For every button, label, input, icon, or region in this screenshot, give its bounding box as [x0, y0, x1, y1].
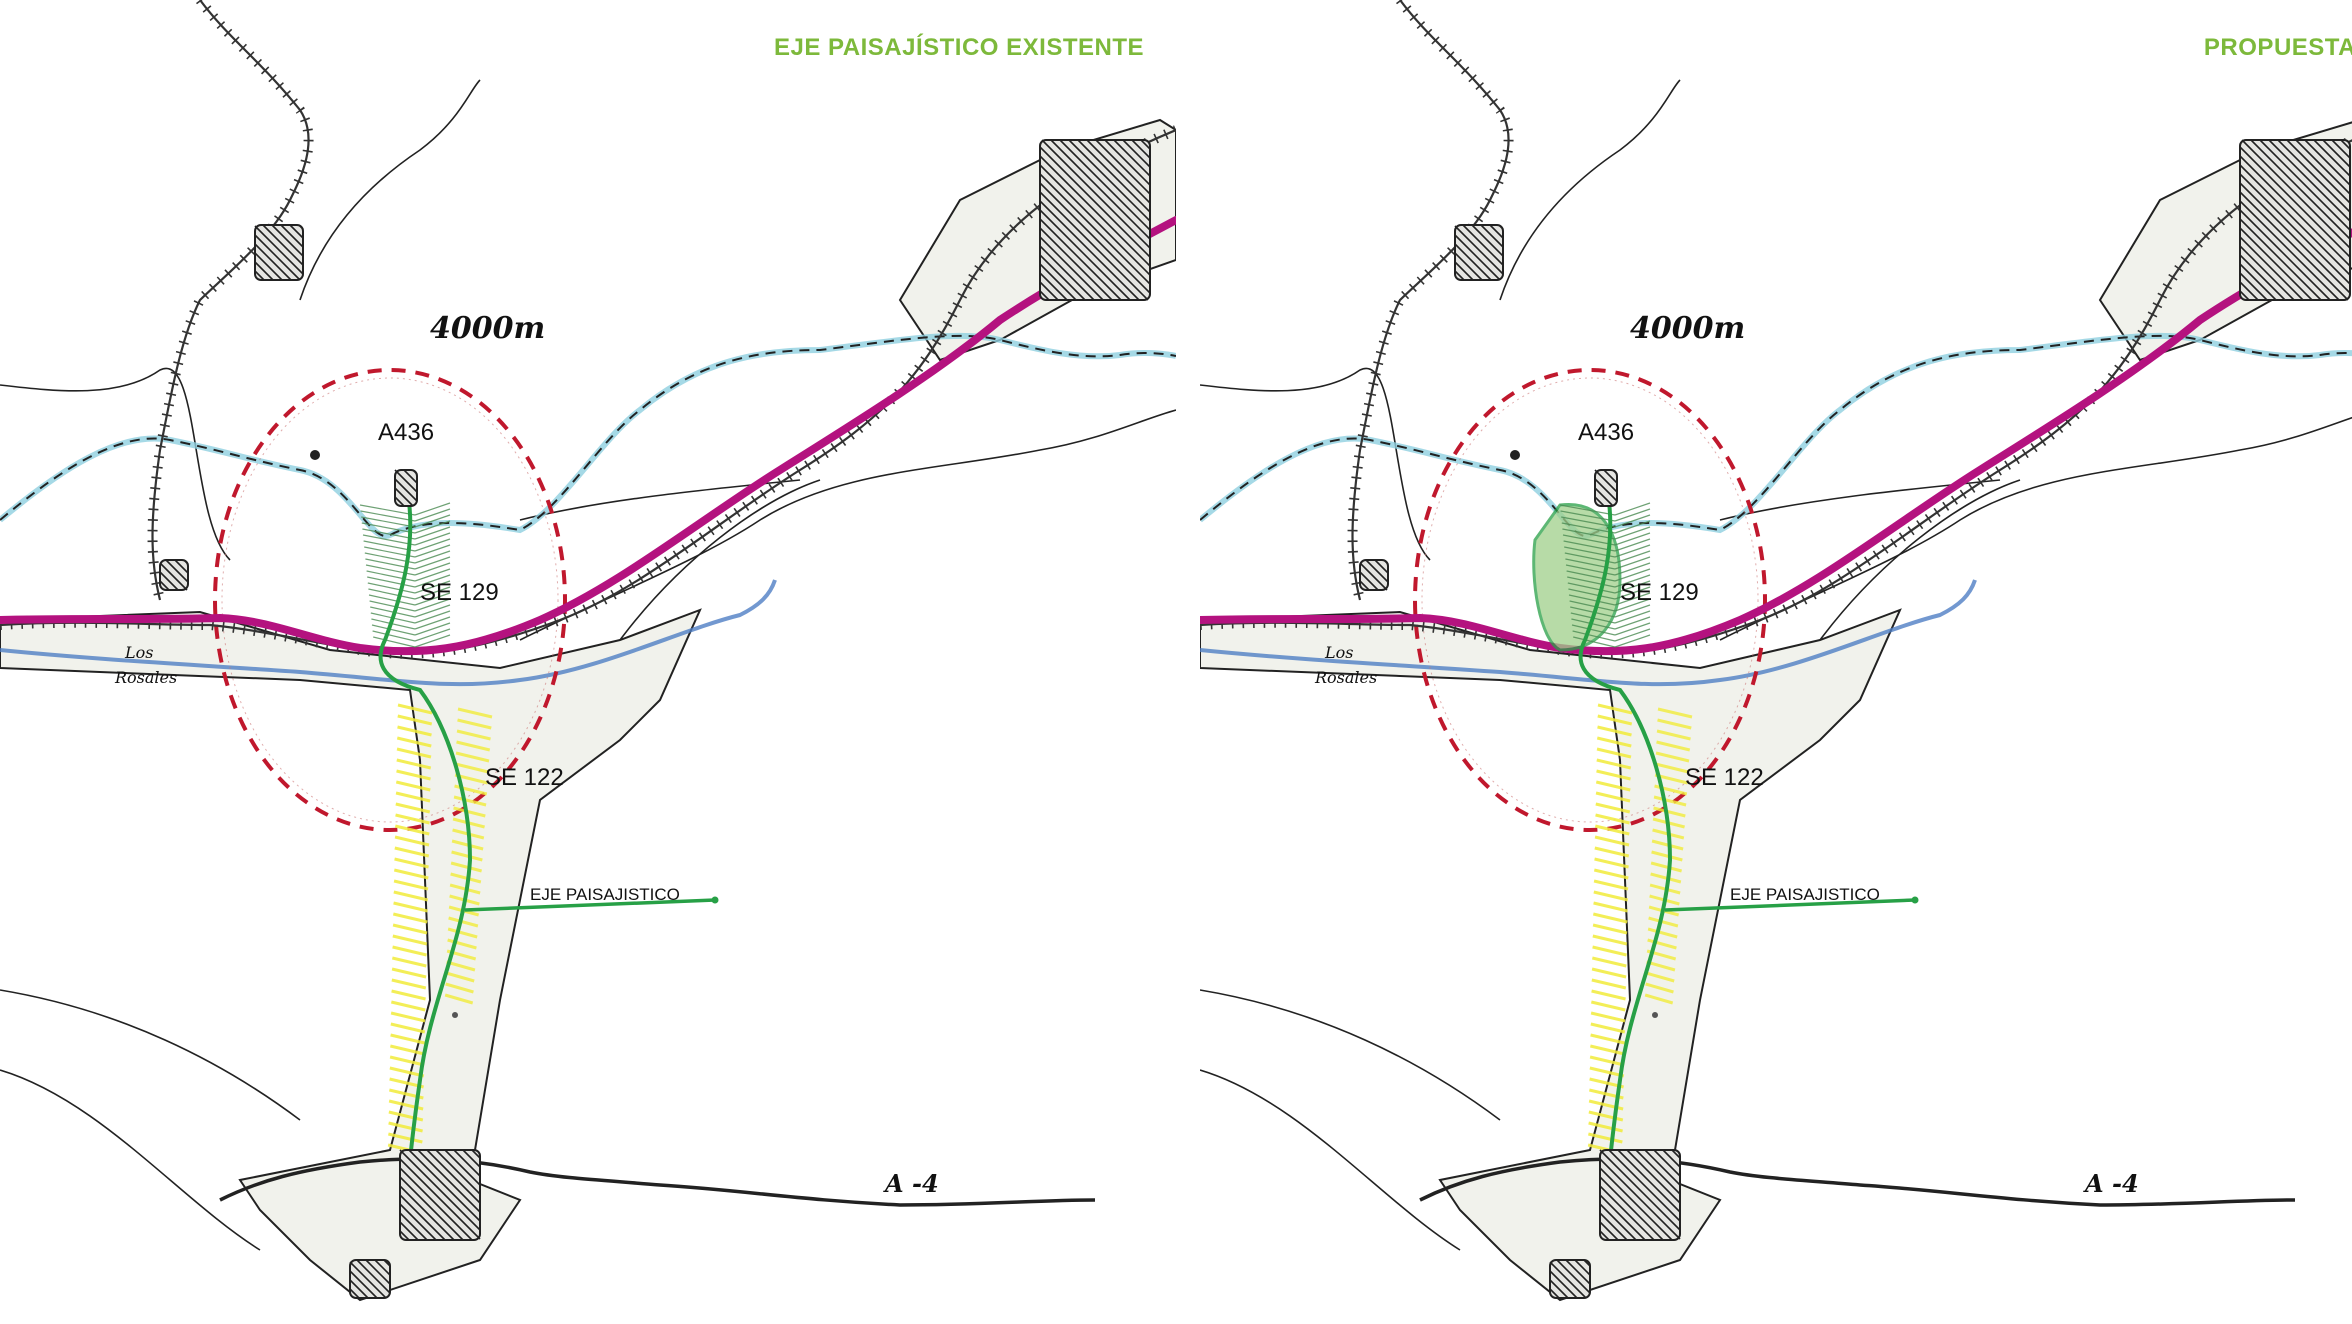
road-a436-label: A436 — [378, 419, 434, 446]
motorway-a4 — [1419, 1157, 2296, 1207]
river-line — [0, 579, 777, 687]
town-south-small-hatch — [1549, 1259, 1591, 1299]
town-label-line1: Los — [1324, 643, 1353, 662]
landscape-axis-line — [1578, 479, 1673, 1241]
boundary-line — [1200, 989, 1501, 1121]
town-west-hatch — [1359, 559, 1389, 591]
railway-north — [147, 0, 314, 602]
boundary-line — [519, 409, 1176, 641]
river-line — [1200, 579, 1977, 687]
road-se129-label: SE 129 — [420, 579, 499, 606]
boundary-line — [0, 989, 301, 1121]
junction-dot — [310, 450, 320, 460]
road-a436 — [1200, 228, 2352, 656]
town-label-line1: Los — [124, 643, 153, 662]
town-south-small-hatch — [349, 1259, 391, 1299]
boundary-line — [619, 479, 821, 641]
road-se122-label: SE 122 — [485, 764, 564, 791]
railway-main — [1200, 134, 2352, 659]
town-northeast-hatch — [2239, 139, 2351, 301]
radius-label: 4000m — [1630, 311, 1745, 346]
town-label-line2: Rosales — [114, 668, 177, 687]
stream-outline — [0, 334, 1176, 537]
urban-corridor-area — [0, 608, 702, 1302]
railway-north — [1347, 0, 1514, 602]
radius-circle — [1413, 368, 1767, 832]
town-a436-hatch — [394, 469, 418, 507]
road-se129-label: SE 129 — [1620, 579, 1699, 606]
panel-title: PROPUESTA — [2203, 34, 2352, 61]
boundary-line — [0, 1069, 261, 1251]
junction-dot — [1510, 450, 1520, 460]
axis-callout-line — [464, 898, 716, 912]
junction-dot — [1652, 1012, 1658, 1018]
town-a436-hatch — [1594, 469, 1618, 507]
stream-line — [1200, 332, 2352, 539]
town-north-hatch — [254, 224, 304, 281]
urban-corridor-area — [1200, 608, 1902, 1302]
boundary-line — [1719, 416, 2352, 641]
axis-callout-line — [1664, 898, 1916, 912]
town-north-hatch — [1454, 224, 1504, 281]
boundary-line — [1200, 1069, 1461, 1251]
town-south-hatch — [1599, 1149, 1681, 1241]
railway-main — [0, 125, 1176, 659]
panel-title: EJE PAISAJÍSTICO EXISTENTE — [774, 34, 1144, 61]
boundary-line — [1499, 79, 1681, 301]
town-south-hatch — [399, 1149, 481, 1241]
vegetation-hatch — [359, 502, 451, 648]
axis-callout-dot — [711, 896, 719, 904]
vegetation-hatch — [1559, 502, 1651, 648]
landscape-axis-line — [378, 479, 473, 1241]
road-a436-label: A436 — [1578, 419, 1634, 446]
motorway-a4 — [219, 1157, 1096, 1207]
radius-label: 4000m — [430, 311, 545, 346]
town-label-line2: Rosales — [1314, 668, 1377, 687]
boundary-line — [1200, 367, 1431, 561]
motorway-a4-label: A -4 — [883, 1169, 939, 1198]
road-a436 — [0, 216, 1176, 656]
town-northeast-hatch — [1039, 139, 1151, 301]
axis-label: EJE PAISAJISTICO — [530, 885, 680, 904]
radius-circle — [213, 368, 567, 832]
motorway-a4-label: A -4 — [2083, 1169, 2139, 1198]
boundary-line — [1819, 479, 2021, 641]
boundary-line — [0, 367, 231, 561]
radius-circle-inner — [221, 377, 559, 823]
axis-label: EJE PAISAJISTICO — [1730, 885, 1880, 904]
radius-circle-inner — [1421, 377, 1759, 823]
axis-callout-dot — [1911, 896, 1919, 904]
junction-dot — [452, 1012, 458, 1018]
road-se122-label: SE 122 — [1685, 764, 1764, 791]
stream-outline — [1200, 334, 2352, 537]
town-west-hatch — [159, 559, 189, 591]
boundary-line — [299, 79, 481, 301]
